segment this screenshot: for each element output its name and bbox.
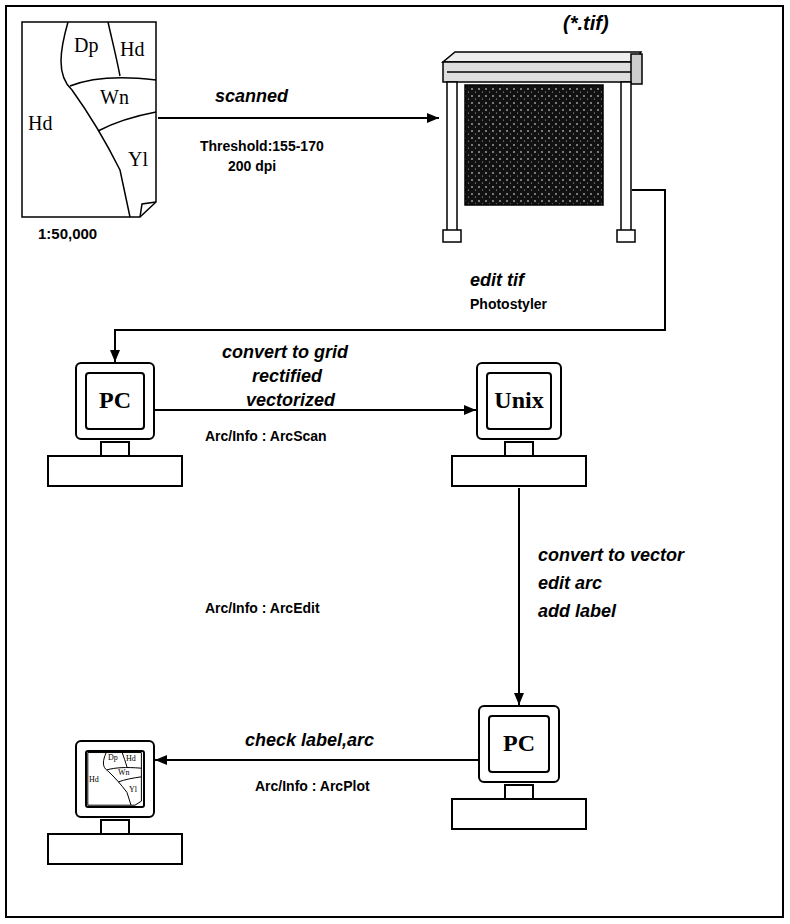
computer-label: PC [503,730,535,758]
map-scale: 1:50,000 [38,225,97,242]
step-label: scanned [215,86,288,107]
process-note: Arc/Info : ArcPlot [255,778,370,794]
monitor-screen: PC [85,372,145,430]
computer-label: Unix [494,387,543,415]
outer-frame [6,6,783,917]
step-label: check label,arc [245,730,374,751]
process-note: rectified [252,366,322,387]
computer-monitor: PC [478,705,560,783]
flow-arrow [158,117,439,119]
map-sheet: DpHdWnHdYl1:50,000 [20,20,160,250]
flow-arrow [155,759,478,761]
map-unit-code: Dp [108,754,118,762]
result-monitor: DpHdWnHdYl [75,740,155,818]
process-note: Threshold:155-170 [200,138,324,154]
map-unit-code: Hd [28,112,52,135]
process-note: Arc/Info : ArcScan [205,428,327,444]
process-note: Arc/Info : ArcEdit [205,600,320,616]
map-sheet-drawing [22,22,156,217]
flow-arrow [115,190,665,362]
computer-monitor: Unix [476,362,562,440]
monitor-screen: Unix [486,372,552,430]
map-unit-code: Dp [74,34,98,57]
step-label: convert to vector [538,545,684,566]
map-unit-code: Yl [128,148,148,171]
monitor-screen: PC [488,715,550,773]
map-unit-code: Hd [126,755,136,763]
monitor-stands [48,442,586,864]
process-note: vectorized [246,390,335,411]
file-format: (*.tif) [563,12,609,35]
map-unit-code: Wn [100,86,129,109]
flow-arrow [518,488,520,705]
step-label: edit tif [470,270,524,291]
process-note: edit arc [538,573,602,594]
process-note: add label [538,601,616,622]
map-unit-code: Hd [120,38,144,61]
computer-monitor: PC [75,362,155,440]
scanner: (*.tif) [435,10,645,245]
monitor-screen: DpHdWnHdYl [85,750,145,808]
map-unit-code: Yl [129,786,137,794]
map-unit-code: Hd [89,776,99,784]
scanner-drawing [443,52,642,242]
computer-label: PC [99,387,131,415]
mini-map-drawing [88,753,142,806]
step-label: convert to grid [222,342,348,363]
process-note: Photostyler [470,296,547,312]
process-note: 200 dpi [228,158,276,174]
map-unit-code: Wn [118,769,130,777]
